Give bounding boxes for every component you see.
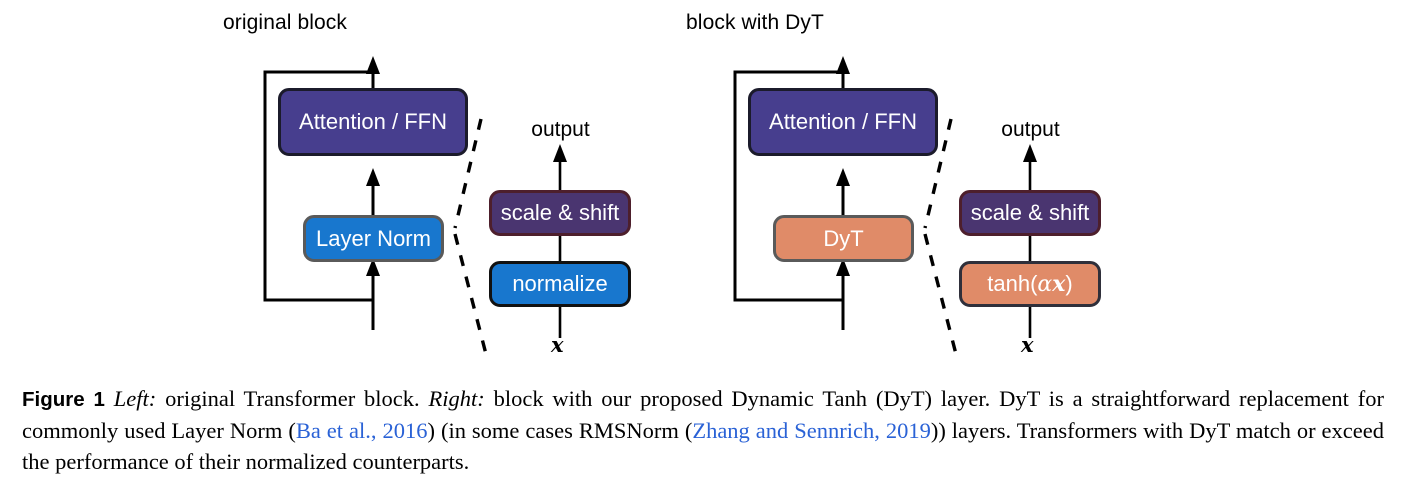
detail-input-x-right: x — [1021, 332, 1034, 357]
caption-segment-4[interactable]: Ba et al., 2016 — [295, 418, 428, 443]
box-layer-norm[interactable]: Layer Norm — [303, 215, 444, 262]
box-normalize[interactable]: normalize — [489, 261, 631, 307]
caption-body: Left: original Transformer block. Right:… — [22, 386, 1384, 474]
box-attention-ffn-left[interactable]: Attention / FFN — [278, 88, 468, 156]
tanh-var-x: x — [1052, 271, 1066, 297]
panel-original-block: original block Attention / — [0, 0, 700, 370]
panel-title-original-block: original block — [223, 11, 347, 34]
caption-figure-label: Figure 1 — [22, 388, 105, 411]
detail-output-label-right: output — [1001, 118, 1060, 141]
caption-segment-7: )) layers. Transformers with DyT match o… — [22, 418, 1384, 474]
figure-caption: Figure 1 Left: original Transformer bloc… — [22, 383, 1384, 477]
box-scale-shift-right[interactable]: scale & shift — [959, 190, 1101, 236]
alpha-symbol: α — [1037, 271, 1053, 297]
panel-title-block-with-dyt: block with DyT — [686, 11, 824, 34]
box-attention-ffn-right[interactable]: Attention / FFN — [748, 88, 938, 156]
caption-segment-5: ) (in some cases RMSNorm ( — [427, 418, 693, 443]
caption-segment-0: Left: — [113, 386, 157, 411]
detail-input-x-left: x — [551, 332, 564, 357]
tanh-close-paren: ) — [1065, 271, 1073, 296]
caption-segment-6[interactable]: Zhang and Sennrich, 2019 — [692, 418, 931, 443]
box-scale-shift-left[interactable]: scale & shift — [489, 190, 631, 236]
panel-block-with-dyt: block with DyT Attention / FFN DyT outpu… — [470, 0, 1170, 370]
figure-diagram: original block Attention / — [0, 0, 1170, 370]
wires-right-detail — [1023, 144, 1037, 338]
wires-right — [733, 56, 959, 359]
tanh-fn-text: tanh( — [987, 271, 1038, 296]
detail-output-label-left: output — [531, 118, 590, 141]
caption-segment-2: Right: — [428, 386, 485, 411]
box-dyt[interactable]: DyT — [773, 215, 914, 262]
caption-segment-1: original Transformer block. — [156, 386, 429, 411]
caption-segment-3: block with our proposed Dynamic Tanh (Dy… — [22, 386, 1384, 443]
wires-left-detail — [553, 144, 567, 338]
